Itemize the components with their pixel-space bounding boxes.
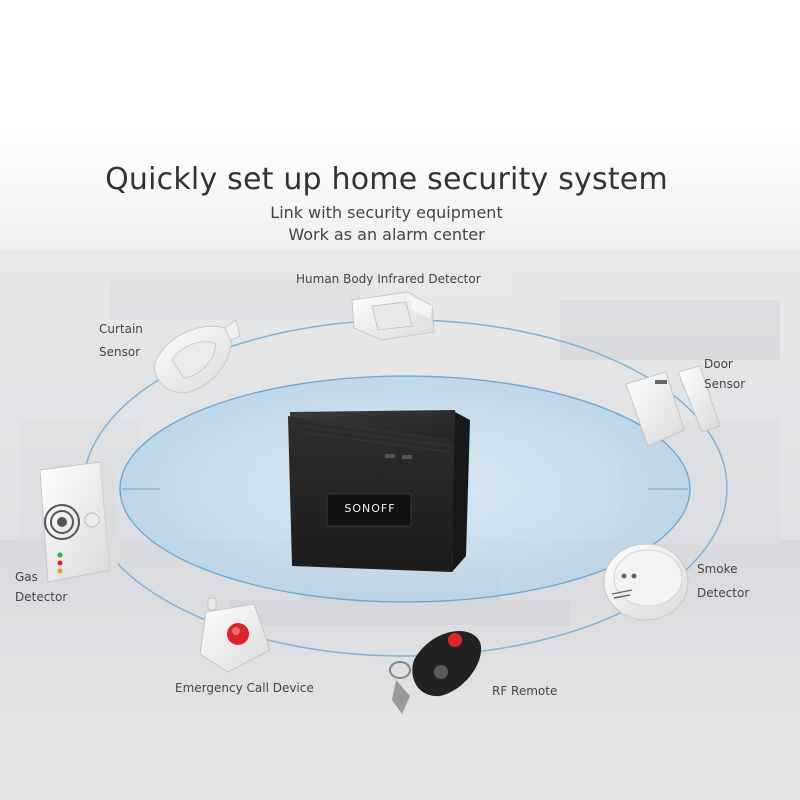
gas-detector-device bbox=[39, 461, 118, 583]
curtain-sensor-label-line-2: Sensor bbox=[99, 345, 141, 359]
smoke-detector-label-line-2: Detector bbox=[697, 586, 750, 600]
smoke-detector-label-line-1: Smoke bbox=[697, 562, 738, 576]
hub-brand-logo: SONOFF bbox=[344, 502, 396, 515]
gas-detector-label-line-1: Gas bbox=[15, 570, 38, 584]
gas-detector-label-line-2: Detector bbox=[15, 590, 68, 604]
subtitle-line-1: Link with security equipment bbox=[270, 203, 503, 222]
infrared-detector-label: Human Body Infrared Detector bbox=[296, 272, 481, 286]
infrared-detector-device bbox=[351, 291, 435, 341]
sonoff-hub bbox=[288, 410, 470, 572]
subtitle-line-2: Work as an alarm center bbox=[288, 225, 485, 244]
door-sensor-label-line-2: Sensor bbox=[704, 377, 746, 391]
page-title: Quickly set up home security system bbox=[105, 162, 668, 197]
curtain-sensor-label-line-1: Curtain bbox=[99, 322, 143, 336]
smoke-detector-device bbox=[603, 543, 689, 621]
door-sensor-device bbox=[625, 365, 721, 447]
door-sensor-label-line-1: Door bbox=[704, 357, 733, 371]
curtain-sensor-device bbox=[154, 319, 241, 394]
rf-remote-label: RF Remote bbox=[492, 684, 558, 698]
rf-remote-device bbox=[389, 630, 482, 714]
emergency-call-label: Emergency Call Device bbox=[175, 681, 314, 695]
emergency-call-device bbox=[199, 597, 271, 673]
